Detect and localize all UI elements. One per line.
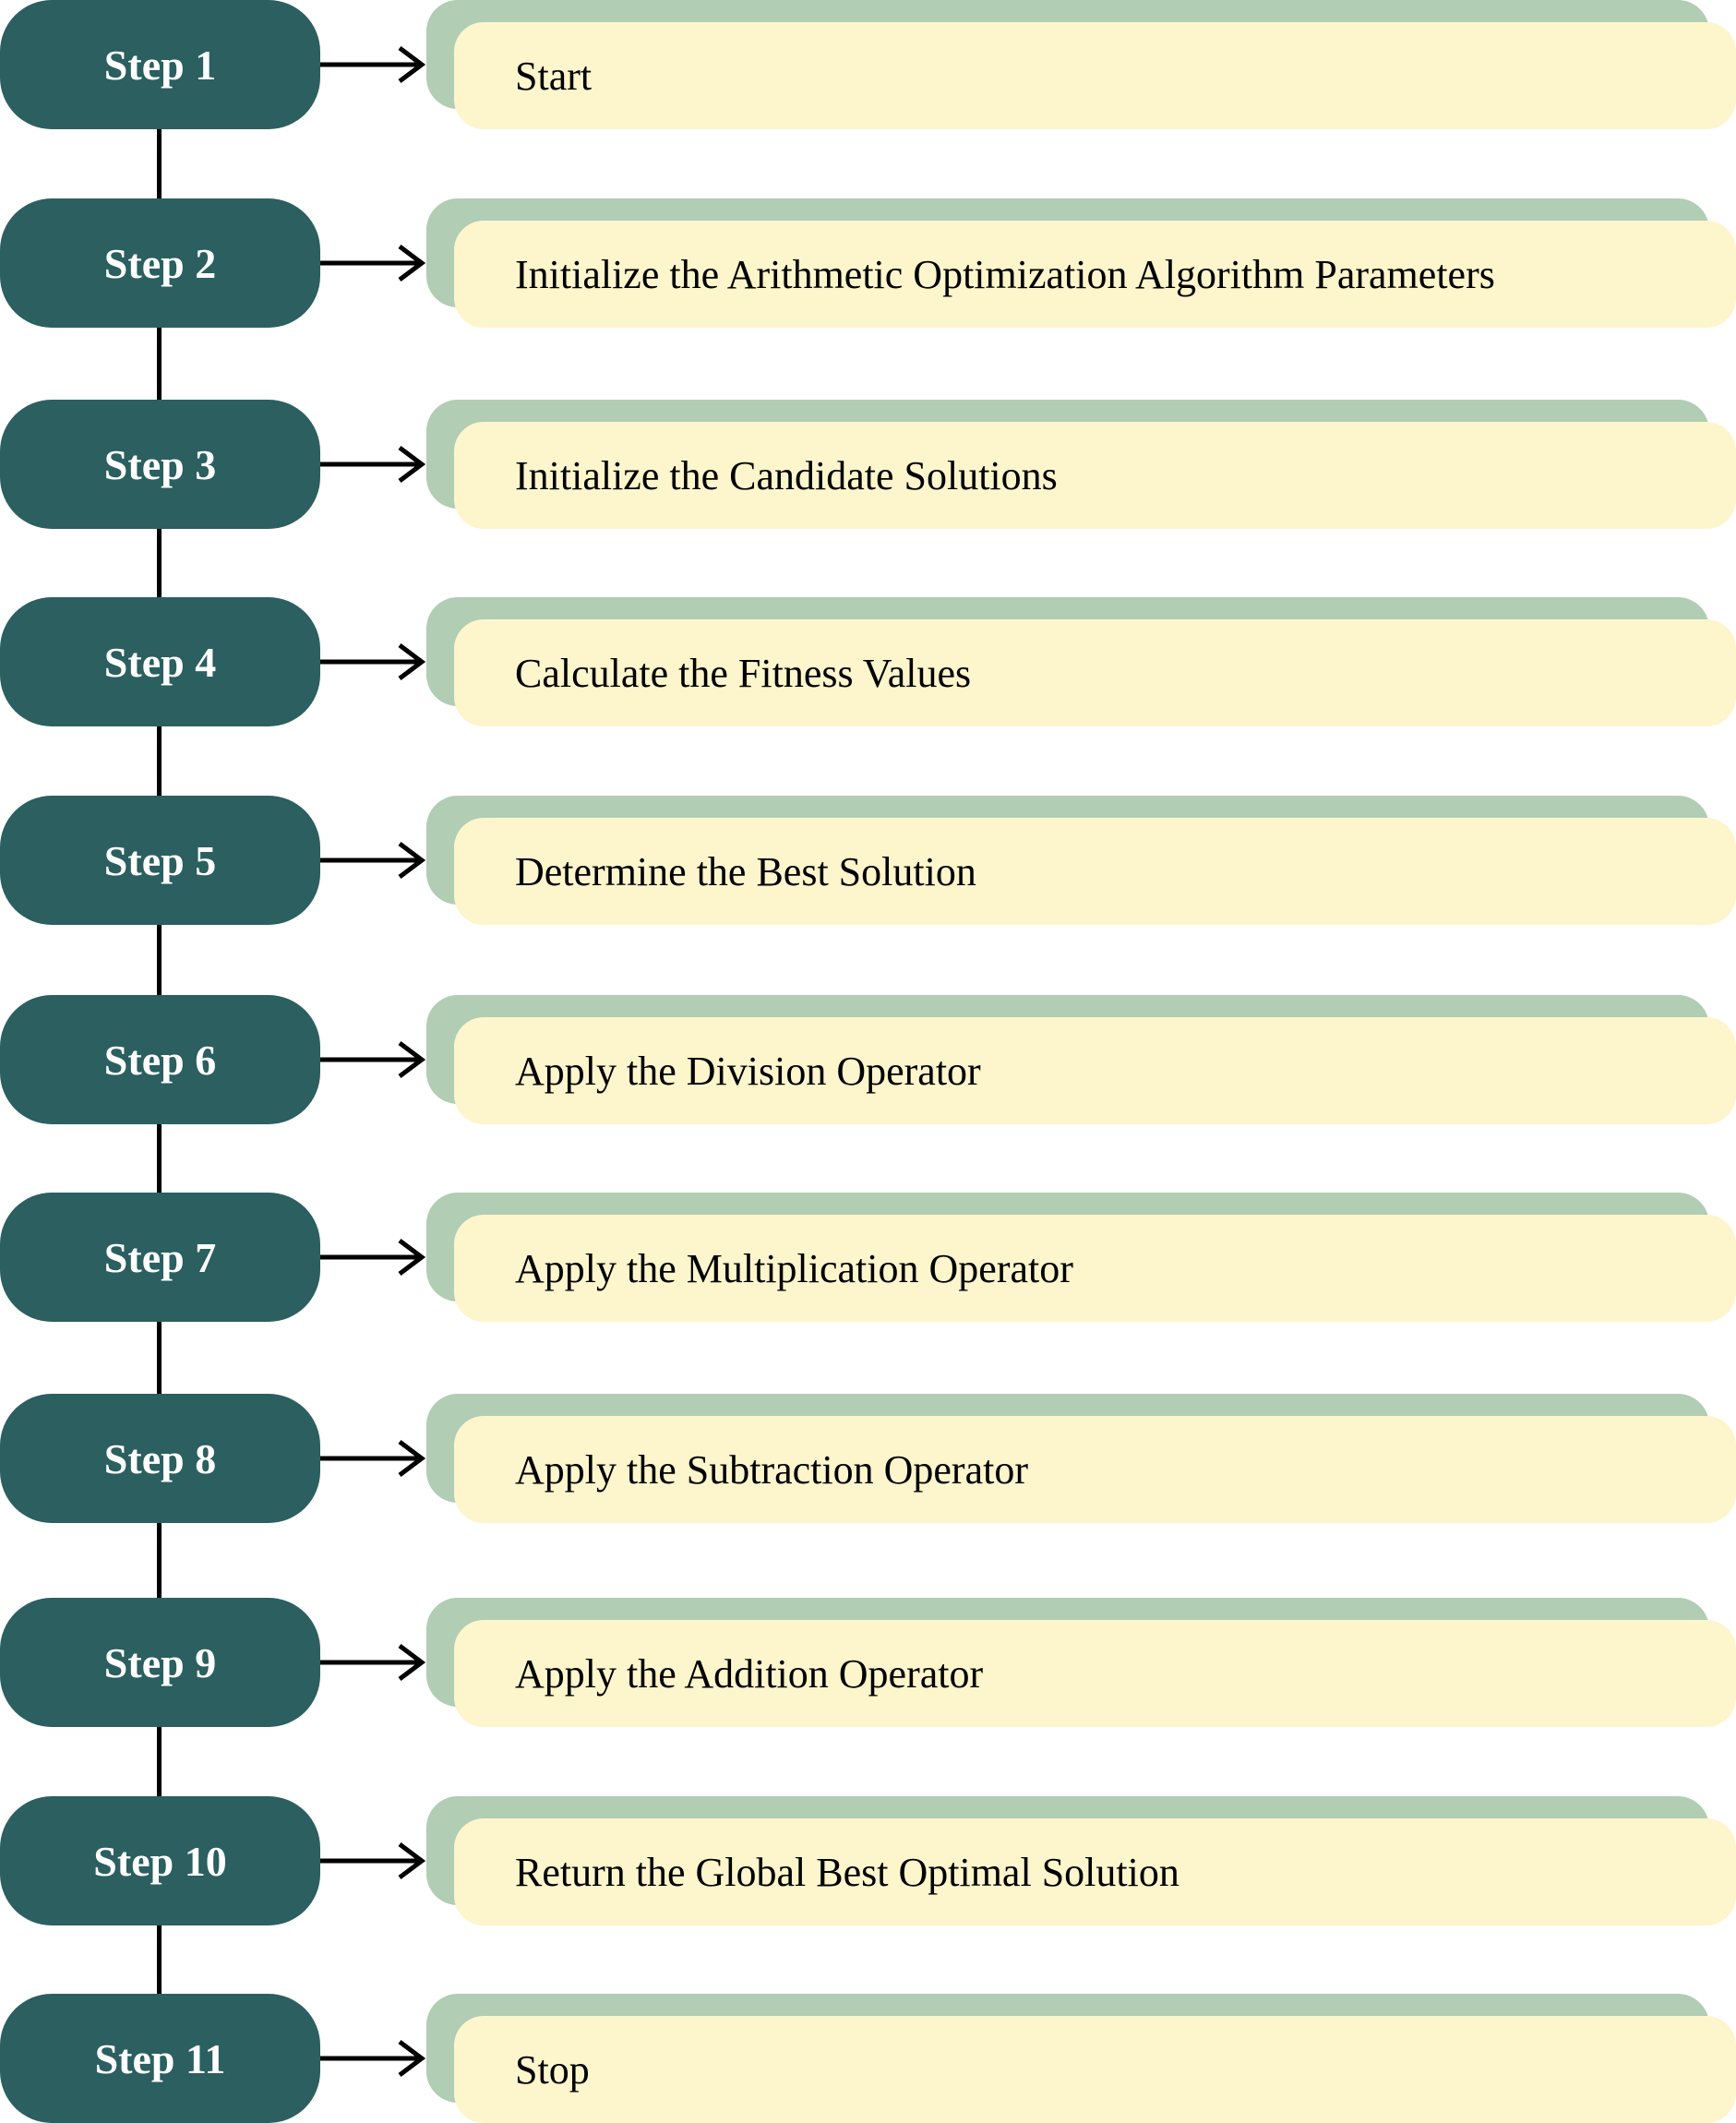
step-badge: Step 2 xyxy=(0,198,320,328)
step-row-7: Step 7 Apply the Multiplication Operator xyxy=(0,1193,1736,1322)
step-card: Start xyxy=(426,0,1736,129)
step-badge: Step 6 xyxy=(0,995,320,1124)
step-description: Initialize the Arithmetic Optimization A… xyxy=(454,221,1736,328)
step-row-1: Step 1 Start xyxy=(0,0,1736,129)
step-description: Apply the Subtraction Operator xyxy=(454,1416,1736,1523)
step-card: Return the Global Best Optimal Solution xyxy=(426,1796,1736,1925)
step-description: Stop xyxy=(454,2016,1736,2123)
arrow-right-icon xyxy=(320,46,426,83)
step-row-9: Step 9 Apply the Addition Operator xyxy=(0,1598,1736,1727)
step-row-10: Step 10 Return the Global Best Optimal S… xyxy=(0,1796,1736,1925)
step-description: Return the Global Best Optimal Solution xyxy=(454,1818,1736,1925)
step-description: Initialize the Candidate Solutions xyxy=(454,422,1736,529)
arrow-right-icon xyxy=(320,1239,426,1276)
step-card: Determine the Best Solution xyxy=(426,796,1736,925)
step-card: Calculate the Fitness Values xyxy=(426,597,1736,726)
step-card: Initialize the Arithmetic Optimization A… xyxy=(426,198,1736,328)
step-card: Initialize the Candidate Solutions xyxy=(426,400,1736,529)
arrow-right-icon xyxy=(320,1644,426,1681)
step-badge: Step 4 xyxy=(0,597,320,726)
step-card: Apply the Subtraction Operator xyxy=(426,1394,1736,1523)
step-badge: Step 5 xyxy=(0,796,320,925)
arrow-right-icon xyxy=(320,1041,426,1078)
step-badge: Step 9 xyxy=(0,1598,320,1727)
step-row-5: Step 5 Determine the Best Solution xyxy=(0,796,1736,925)
arrow-right-icon xyxy=(320,245,426,282)
step-description: Apply the Multiplication Operator xyxy=(454,1215,1736,1322)
step-badge: Step 10 xyxy=(0,1796,320,1925)
arrow-right-icon xyxy=(320,2040,426,2077)
step-row-3: Step 3 Initialize the Candidate Solution… xyxy=(0,400,1736,529)
arrow-right-icon xyxy=(320,643,426,680)
step-description: Apply the Division Operator xyxy=(454,1017,1736,1124)
arrow-right-icon xyxy=(320,446,426,483)
step-badge: Step 1 xyxy=(0,0,320,129)
step-card: Apply the Addition Operator xyxy=(426,1598,1736,1727)
step-description: Determine the Best Solution xyxy=(454,818,1736,925)
step-row-2: Step 2 Initialize the Arithmetic Optimiz… xyxy=(0,198,1736,328)
step-description: Start xyxy=(454,22,1736,129)
step-badge: Step 3 xyxy=(0,400,320,529)
arrow-right-icon xyxy=(320,1842,426,1879)
step-row-11: Step 11 Stop xyxy=(0,1994,1736,2123)
step-description: Calculate the Fitness Values xyxy=(454,619,1736,726)
step-card: Stop xyxy=(426,1994,1736,2123)
arrow-right-icon xyxy=(320,842,426,879)
step-badge: Step 7 xyxy=(0,1193,320,1322)
step-badge: Step 8 xyxy=(0,1394,320,1523)
step-card: Apply the Multiplication Operator xyxy=(426,1193,1736,1322)
step-row-6: Step 6 Apply the Division Operator xyxy=(0,995,1736,1124)
step-card: Apply the Division Operator xyxy=(426,995,1736,1124)
step-description: Apply the Addition Operator xyxy=(454,1620,1736,1727)
arrow-right-icon xyxy=(320,1440,426,1477)
step-row-4: Step 4 Calculate the Fitness Values xyxy=(0,597,1736,726)
step-row-8: Step 8 Apply the Subtraction Operator xyxy=(0,1394,1736,1523)
step-badge: Step 11 xyxy=(0,1994,320,2123)
